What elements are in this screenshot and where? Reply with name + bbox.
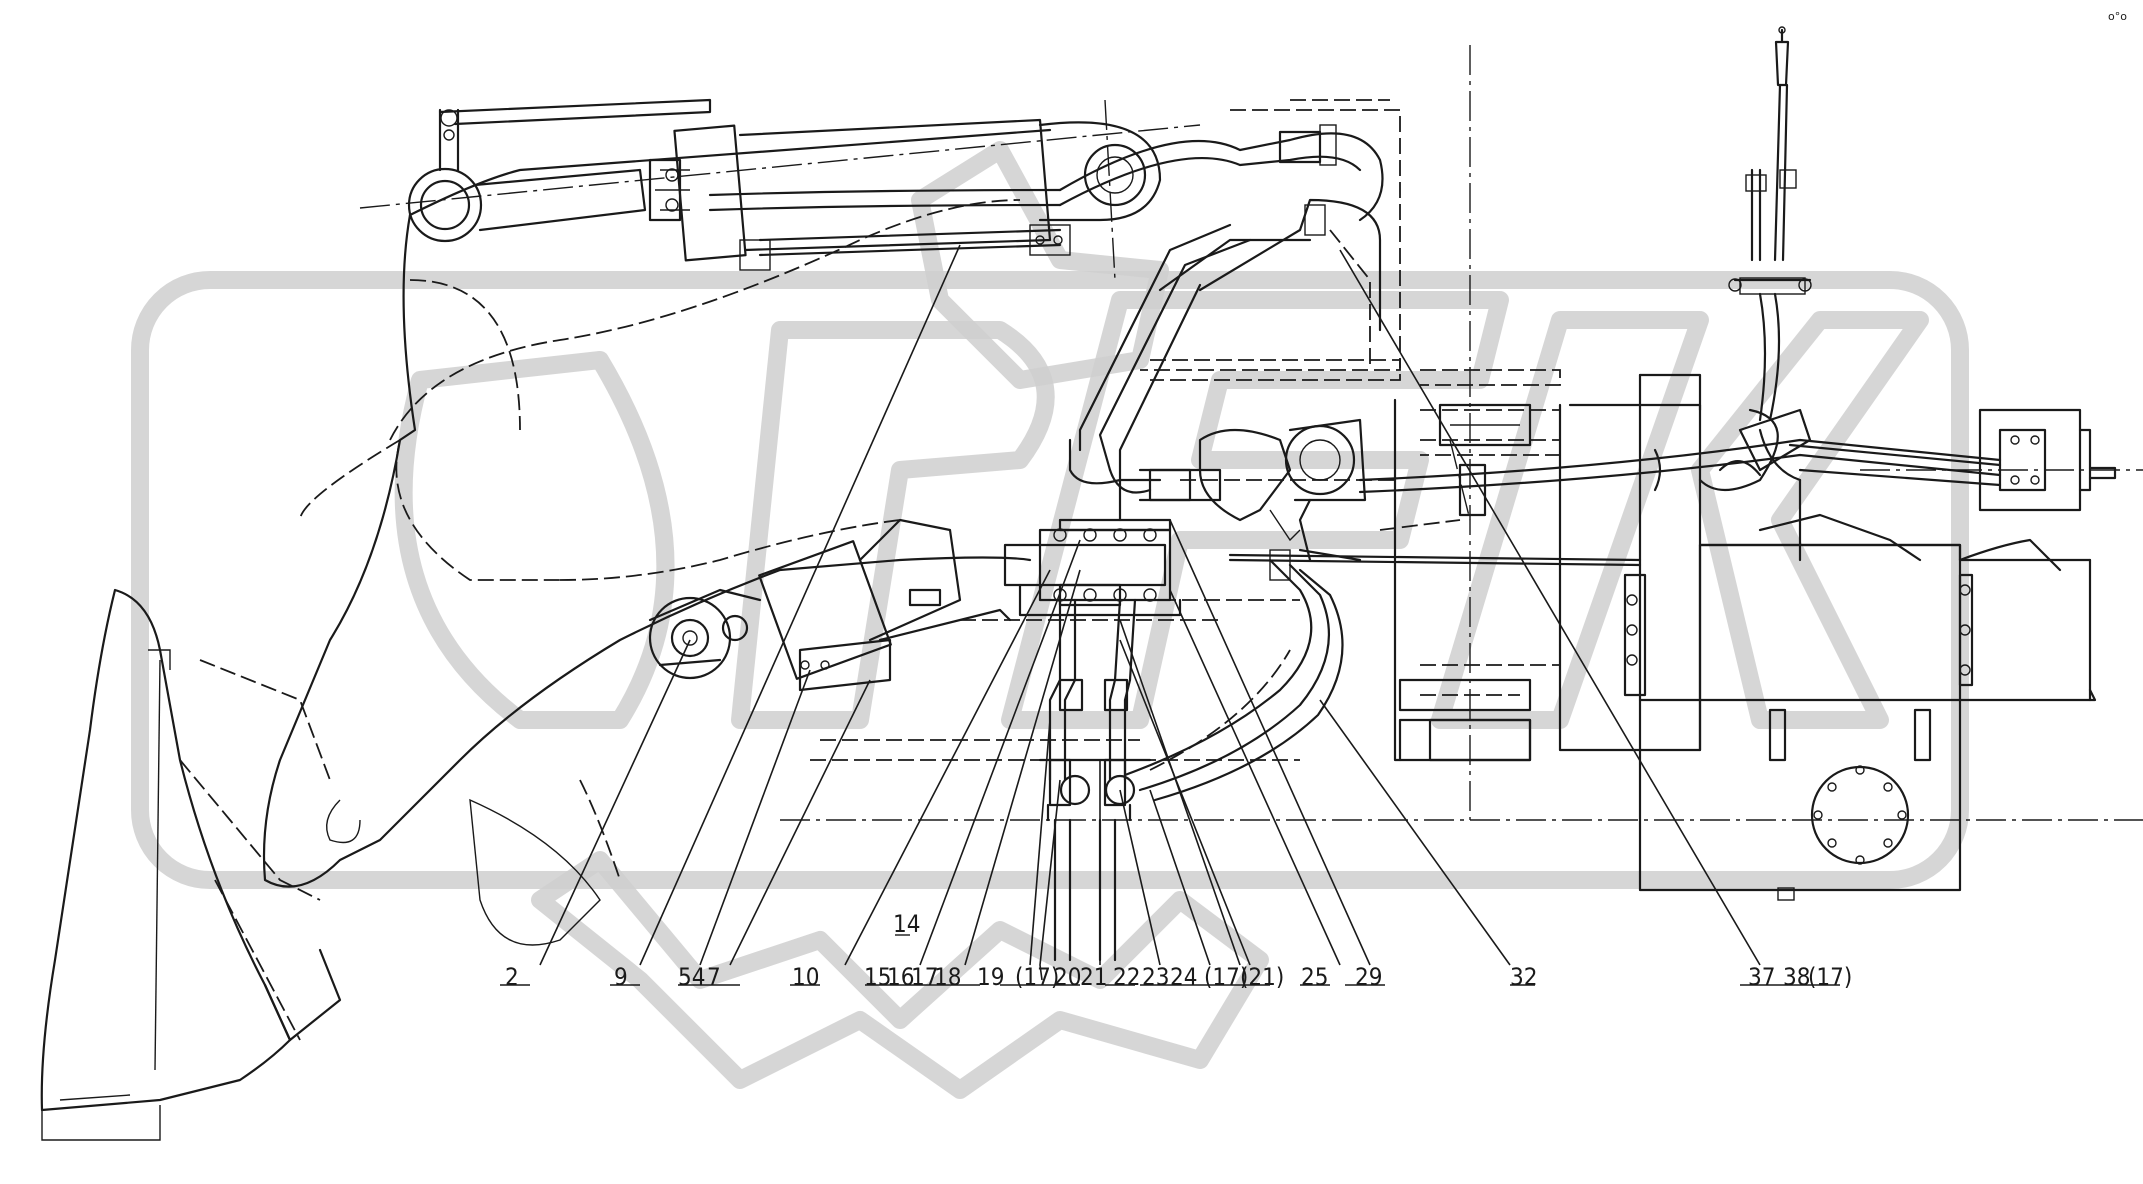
mid-pivot [1198, 418, 1367, 581]
callout-38: 38 [1783, 963, 1810, 991]
callout-54: 54 [678, 963, 705, 991]
callout-24: 24 [1170, 963, 1197, 991]
callout-20: 20 [1054, 963, 1081, 991]
callout-21: 21 [1080, 963, 1107, 991]
pipe-runs [1068, 223, 1252, 522]
feed-pipes [1038, 598, 1152, 962]
callout-9: 9 [614, 963, 628, 991]
callout-22: 22 [1113, 963, 1140, 991]
control-valve [1003, 468, 1222, 617]
bucket [40, 588, 342, 1141]
callout-29: 29 [1355, 963, 1382, 991]
callout-7: 7 [707, 963, 721, 991]
callout-19: 19 [977, 963, 1004, 991]
upper-hydraulic-cylinder [648, 118, 1162, 271]
callout-21-ref: (21) [1240, 963, 1284, 991]
main-frame [810, 359, 1561, 762]
upper-pivot [407, 98, 712, 243]
callout-23: 23 [1142, 963, 1169, 991]
callout-10: 10 [792, 963, 819, 991]
callout-37: 37 [1748, 963, 1775, 991]
callout-17-ref-2: (17) [1204, 963, 1248, 991]
callout-16: 16 [887, 963, 914, 991]
tilt-cylinder [648, 518, 1012, 692]
callout-32: 32 [1510, 963, 1537, 991]
callout-17-ref: (17) [1015, 963, 1059, 991]
callout-25: 25 [1301, 963, 1328, 991]
hose-run-upper [1058, 99, 1401, 371]
curved-hose [1123, 558, 1344, 802]
callout-labels: 2 9 54 7 10 14 15 16 17 18 19 (17) 20 21… [505, 910, 1852, 991]
callout-17: 17 [911, 963, 938, 991]
boom-arm [262, 128, 1052, 946]
callout-2: 2 [505, 963, 519, 991]
callout-18: 18 [934, 963, 961, 991]
engine-section [1558, 373, 2097, 901]
corner-mark: o°o [2108, 10, 2127, 23]
rear-rod [1228, 408, 2117, 567]
center-lines [359, 45, 2143, 821]
callout-17-ref-3: (17) [1808, 963, 1852, 991]
control-lever [1728, 26, 1812, 472]
leader-lines [500, 244, 1840, 986]
callout-15: 15 [864, 963, 891, 991]
callout-14: 14 [893, 910, 920, 938]
